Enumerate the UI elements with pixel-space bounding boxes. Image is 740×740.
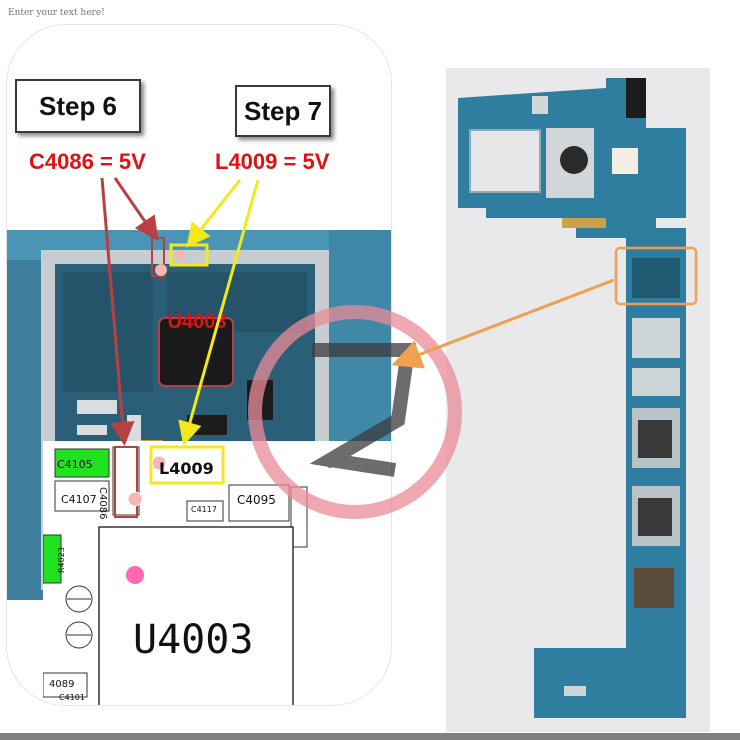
label-c4095: C4095 — [237, 493, 276, 507]
label-l4009: L4009 — [159, 459, 214, 478]
schematic-inset — [43, 441, 391, 705]
step-7-label: Step 7 — [235, 85, 331, 137]
label-u4003-schematic: U4003 — [133, 617, 254, 663]
label-c4107: C4107 — [61, 493, 97, 506]
chip-label-u4003: U4003 — [167, 311, 227, 333]
label-c4101: C4101 — [59, 693, 85, 702]
label-c4117: C4117 — [191, 505, 217, 514]
bottom-bar — [0, 733, 740, 740]
step-6-measurement: C4086 = 5V — [29, 149, 146, 174]
full-board-photo — [446, 68, 710, 732]
label-r4023: R4023 — [57, 547, 66, 573]
step-6-label: Step 6 — [15, 79, 141, 133]
label-4089: 4089 — [49, 679, 75, 690]
label-c4105: C4105 — [57, 458, 93, 471]
label-c4086: C4086 — [97, 487, 108, 520]
step-7-measurement: L4009 = 5V — [215, 149, 330, 174]
text-placeholder: Enter your text here! — [8, 8, 105, 18]
step-card: U4003 Step 6 Step 7 C4086 = 5V L4009 = 5… — [6, 24, 392, 706]
